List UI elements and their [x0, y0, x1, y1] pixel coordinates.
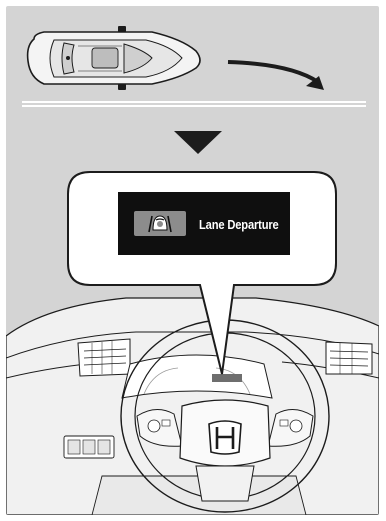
left-air-vent [78, 339, 130, 376]
dash-switch-panel [64, 436, 114, 458]
right-air-vent [326, 342, 372, 374]
honda-logo [209, 421, 241, 454]
lane-departure-message: Lane Departure [199, 217, 285, 233]
lane-line [22, 102, 366, 106]
down-arrow-icon [174, 131, 222, 154]
illustration-panel: Lane Departure [6, 6, 379, 515]
warning-display-highlight [212, 374, 242, 382]
car-top-view [28, 26, 200, 90]
lane-departure-illustration [6, 6, 379, 515]
drift-arrow-icon [228, 62, 324, 90]
